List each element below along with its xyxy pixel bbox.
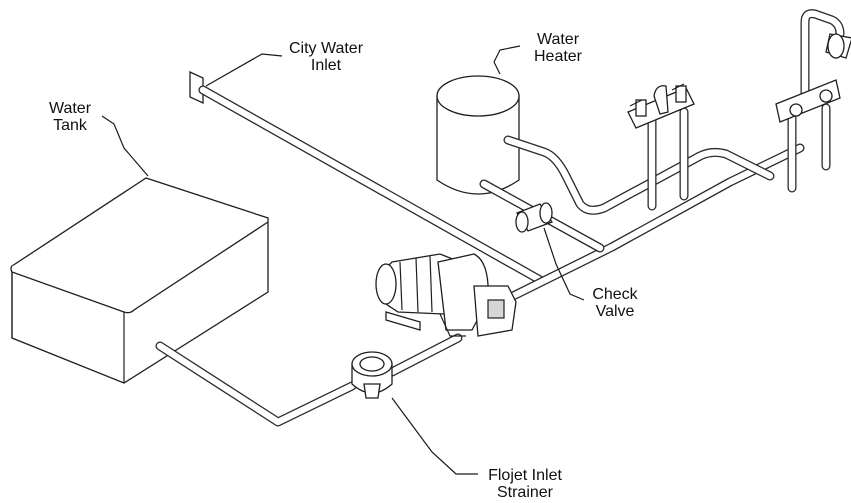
pipe-shower-riser-top bbox=[800, 9, 845, 100]
pipe-shower-risers bbox=[787, 103, 831, 193]
pipe-sink-risers bbox=[647, 107, 689, 211]
label-line: Flojet Inlet bbox=[488, 467, 562, 484]
label-check-valve: Check Valve bbox=[578, 286, 652, 320]
water-pump bbox=[375, 253, 517, 337]
leader-water-heater bbox=[493, 45, 521, 75]
label-inlet-strainer: Flojet Inlet Strainer bbox=[470, 467, 580, 501]
label-line: Valve bbox=[595, 303, 635, 320]
label-line: Water bbox=[536, 31, 580, 48]
check-valve bbox=[515, 202, 553, 233]
label-line: Strainer bbox=[496, 484, 554, 501]
leader-city-water-inlet bbox=[205, 53, 283, 87]
pipe-city-inlet bbox=[198, 85, 545, 285]
label-water-heater: Water Heater bbox=[516, 31, 600, 65]
leader-lines bbox=[101, 45, 585, 475]
inlet-strainer bbox=[351, 351, 393, 399]
leader-water-tank bbox=[101, 115, 149, 177]
water-heater bbox=[436, 75, 520, 195]
leader-check-valve bbox=[543, 227, 585, 301]
pipe-heater-hot-out bbox=[503, 135, 775, 215]
label-line: Water bbox=[48, 100, 92, 117]
water-tank bbox=[10, 177, 269, 384]
city-water-inlet-plate bbox=[189, 70, 204, 105]
sink-faucet bbox=[627, 83, 695, 129]
pipe-tank-to-strainer bbox=[155, 341, 357, 427]
leader-inlet-strainer bbox=[391, 397, 478, 475]
shower-valve bbox=[775, 79, 841, 123]
label-line: Inlet bbox=[310, 57, 342, 74]
label-water-tank: Water Tank bbox=[30, 100, 110, 134]
label-line: Check bbox=[592, 286, 638, 303]
shower-head bbox=[825, 33, 851, 59]
label-line: Heater bbox=[533, 48, 583, 65]
pipe-strainer-to-pump bbox=[387, 333, 463, 377]
pipe-main-cold-line bbox=[500, 143, 805, 305]
label-line: Tank bbox=[53, 117, 87, 134]
label-city-water-inlet: City Water Inlet bbox=[276, 40, 376, 74]
label-line: City Water bbox=[288, 40, 364, 57]
